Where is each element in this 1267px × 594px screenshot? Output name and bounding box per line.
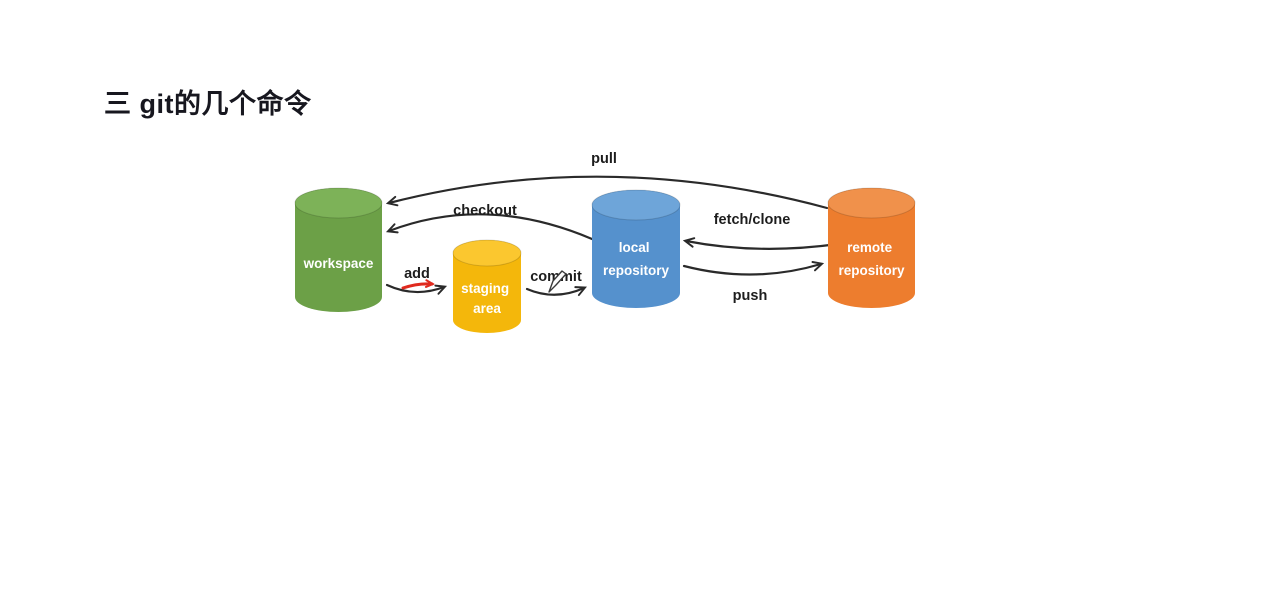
arrow-checkout [389,213,594,241]
pen-cursor-icon [548,270,567,293]
arrow-pull [389,175,829,210]
staging-area-label: staging area [461,281,513,316]
arrow-push [682,264,821,276]
arrow-label-add: add [404,266,430,282]
arrow-fetch-clone [686,241,840,250]
arrow-label-push: push [733,288,768,304]
remote-repository-cylinder-body [828,188,915,309]
node-staging-area: staging area [452,239,522,333]
remote-repository-cylinder-top [827,187,916,219]
workspace-cylinder-body [295,188,382,313]
arrow-label-checkout: checkout [453,203,517,219]
local-repository-cylinder-top [591,189,681,221]
arrow-add [385,283,444,292]
page-title: 三 git的几个命令 [104,89,312,119]
arrow-label-pull: pull [591,151,617,167]
node-local-repository: local repository [591,189,681,308]
arrow-commit [525,288,584,295]
node-remote-repository: remote repository [827,187,916,309]
workspace-cylinder-top [294,187,383,219]
red-annotation-arrow [401,284,432,290]
local-repository-label: local repository [603,240,670,278]
remote-repository-label: remote repository [838,240,905,278]
flow-arrows [385,175,840,295]
node-workspace: workspace [294,187,383,313]
workspace-label: workspace [303,256,374,271]
arrow-label-fetch-clone: fetch/clone [714,212,791,228]
staging-cylinder-top [452,239,522,267]
local-repository-cylinder-body [592,190,680,308]
